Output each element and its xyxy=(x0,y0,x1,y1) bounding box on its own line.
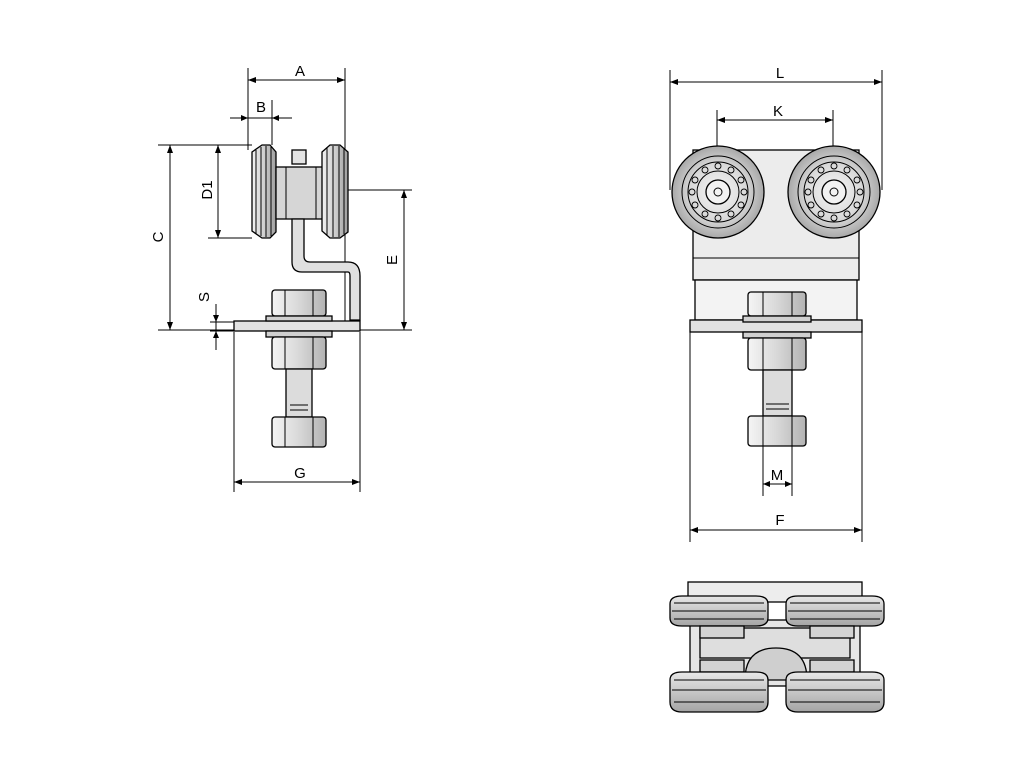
front-bottom-nut xyxy=(747,415,807,447)
dim-m: M xyxy=(762,445,793,496)
dim-s-label: S xyxy=(196,292,213,302)
dim-g-label: G xyxy=(294,465,306,482)
top-wheel-bottom-left xyxy=(669,659,769,713)
dim-c-label: C xyxy=(150,231,167,242)
front-roller-left xyxy=(671,145,765,239)
dim-b: B xyxy=(230,99,292,145)
front-upper-nut xyxy=(742,291,812,323)
side-view: A B C D1 xyxy=(150,63,412,492)
bearing-balls-left xyxy=(688,162,748,222)
side-base-plate xyxy=(233,320,361,332)
side-wheel-left xyxy=(251,144,277,239)
front-roller-right xyxy=(787,145,881,239)
top-wheel-top-left xyxy=(669,595,769,639)
dim-g: G xyxy=(233,332,361,492)
side-axle xyxy=(275,149,327,220)
dim-d1: D1 xyxy=(199,144,252,239)
side-wheel-right xyxy=(321,144,349,239)
bearing-balls-right xyxy=(804,162,864,222)
top-wheel-bottom-right xyxy=(785,659,885,713)
dim-f: F xyxy=(689,332,863,542)
side-bolt xyxy=(285,368,313,418)
front-view: L K M F xyxy=(669,65,883,542)
side-lower-nut xyxy=(265,330,333,370)
dim-k-label: K xyxy=(773,103,783,120)
front-bolt xyxy=(762,369,793,417)
front-lower-nut xyxy=(742,331,812,371)
dim-e: E xyxy=(345,189,412,331)
side-bottom-nut xyxy=(271,416,327,448)
top-wheel-top-right xyxy=(785,595,885,639)
dim-c: C xyxy=(150,144,252,331)
dim-e-label: E xyxy=(384,255,401,265)
side-upper-nut xyxy=(265,289,333,322)
dim-a-label: A xyxy=(295,63,305,80)
dim-f-label: F xyxy=(775,512,784,529)
dim-l: L xyxy=(669,65,883,190)
dim-m-label: M xyxy=(771,467,784,484)
dim-b-label: B xyxy=(256,99,266,116)
side-bracket xyxy=(291,218,361,321)
dim-d1-label: D1 xyxy=(199,180,216,199)
dim-l-label: L xyxy=(776,65,784,82)
top-view xyxy=(669,581,885,713)
